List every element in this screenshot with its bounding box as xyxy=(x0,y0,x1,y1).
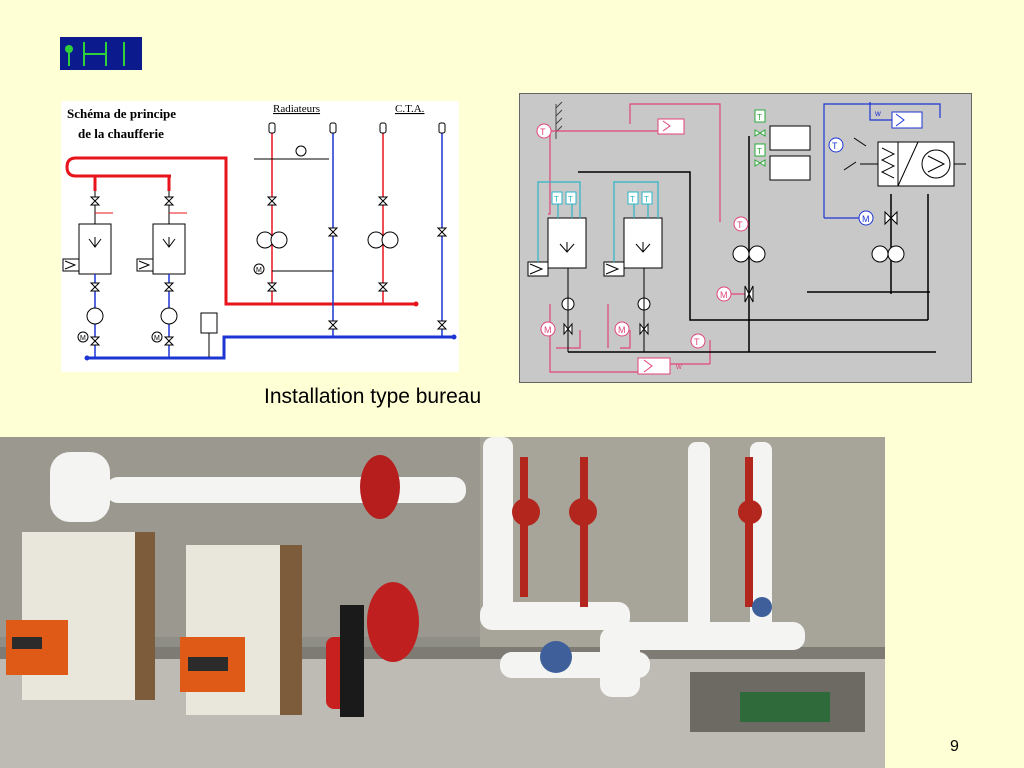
motor-m-2: M xyxy=(618,325,626,335)
temp-sensor-3 xyxy=(690,333,706,349)
motor-valve-ahu xyxy=(858,210,898,226)
main-piping xyxy=(568,136,936,353)
motor-m-4: M xyxy=(862,214,870,224)
schematic-title-line2: de la chaufferie xyxy=(78,126,164,141)
motor-m-3: M xyxy=(720,290,728,300)
label-radiators: Radiateurs xyxy=(273,103,320,115)
caption: Installation type bureau xyxy=(264,385,482,408)
expansion-vessel-1 xyxy=(360,455,400,519)
motor-label-1: M xyxy=(80,335,86,342)
sensor-t-9: T xyxy=(757,147,762,156)
logo xyxy=(60,37,142,70)
temp-sensor-ahu xyxy=(828,137,844,153)
boiler-1 xyxy=(62,191,113,358)
boiler-room-schematic: Schéma de principe de la chaufferie Radi… xyxy=(61,101,459,372)
sensor-t-10: T xyxy=(832,141,838,151)
regulator-box xyxy=(657,118,685,135)
boilers xyxy=(527,217,663,352)
boiler-unit-1 xyxy=(6,532,155,700)
radiator-circuit xyxy=(253,122,339,337)
motor-m-1: M xyxy=(544,325,552,335)
motor-valve-2 xyxy=(614,321,649,337)
expansion-vessel xyxy=(200,312,218,334)
sensor-t-2: T xyxy=(554,195,559,204)
sensor-t-7: T xyxy=(694,337,700,347)
schematic-title-line1: Schéma de principe xyxy=(67,106,176,121)
sensor-t-5: T xyxy=(644,195,649,204)
batteries xyxy=(769,125,811,181)
heat-meter xyxy=(637,357,671,375)
air-handling-unit xyxy=(843,137,966,187)
motor-valve-boiler-2 xyxy=(151,331,163,343)
control-lines-pink xyxy=(548,103,748,373)
motor-valve-1 xyxy=(540,321,573,337)
w-label-2: w xyxy=(874,109,881,118)
sensor-t-4: T xyxy=(630,195,635,204)
temp-sensor-2 xyxy=(733,216,749,232)
wall-hatch xyxy=(555,101,563,139)
expansion-vessel-2 xyxy=(367,582,419,662)
sensor-t-3: T xyxy=(568,195,573,204)
control-schematic: T xyxy=(519,93,972,383)
motor-label-3: M xyxy=(256,267,262,274)
sensor-t-8: T xyxy=(757,113,762,122)
green-sensors xyxy=(754,109,766,167)
control-lines-blue xyxy=(823,102,941,219)
boiler-room-photo xyxy=(0,437,885,768)
temp-sensor-outdoor: T xyxy=(536,123,552,139)
logo-icon xyxy=(60,37,142,70)
boiler-sensors xyxy=(551,191,653,205)
supply-pipe xyxy=(65,156,416,306)
w-label-1: w xyxy=(675,362,682,371)
sensor-t-1: T xyxy=(540,127,546,137)
ahu-regulator xyxy=(891,111,923,129)
boiler-unit-2 xyxy=(180,545,302,715)
page-number: 9 xyxy=(950,738,959,755)
motor-valve-3 xyxy=(716,285,754,303)
motor-label-2: M xyxy=(154,335,160,342)
motor-valve-boiler-1 xyxy=(77,331,89,343)
boiler-2 xyxy=(136,191,187,358)
pumps xyxy=(732,245,905,263)
cta-circuit xyxy=(327,122,448,337)
return-pipe xyxy=(87,335,454,360)
label-cta: C.T.A. xyxy=(395,103,425,115)
sensor-t-6: T xyxy=(737,220,743,230)
